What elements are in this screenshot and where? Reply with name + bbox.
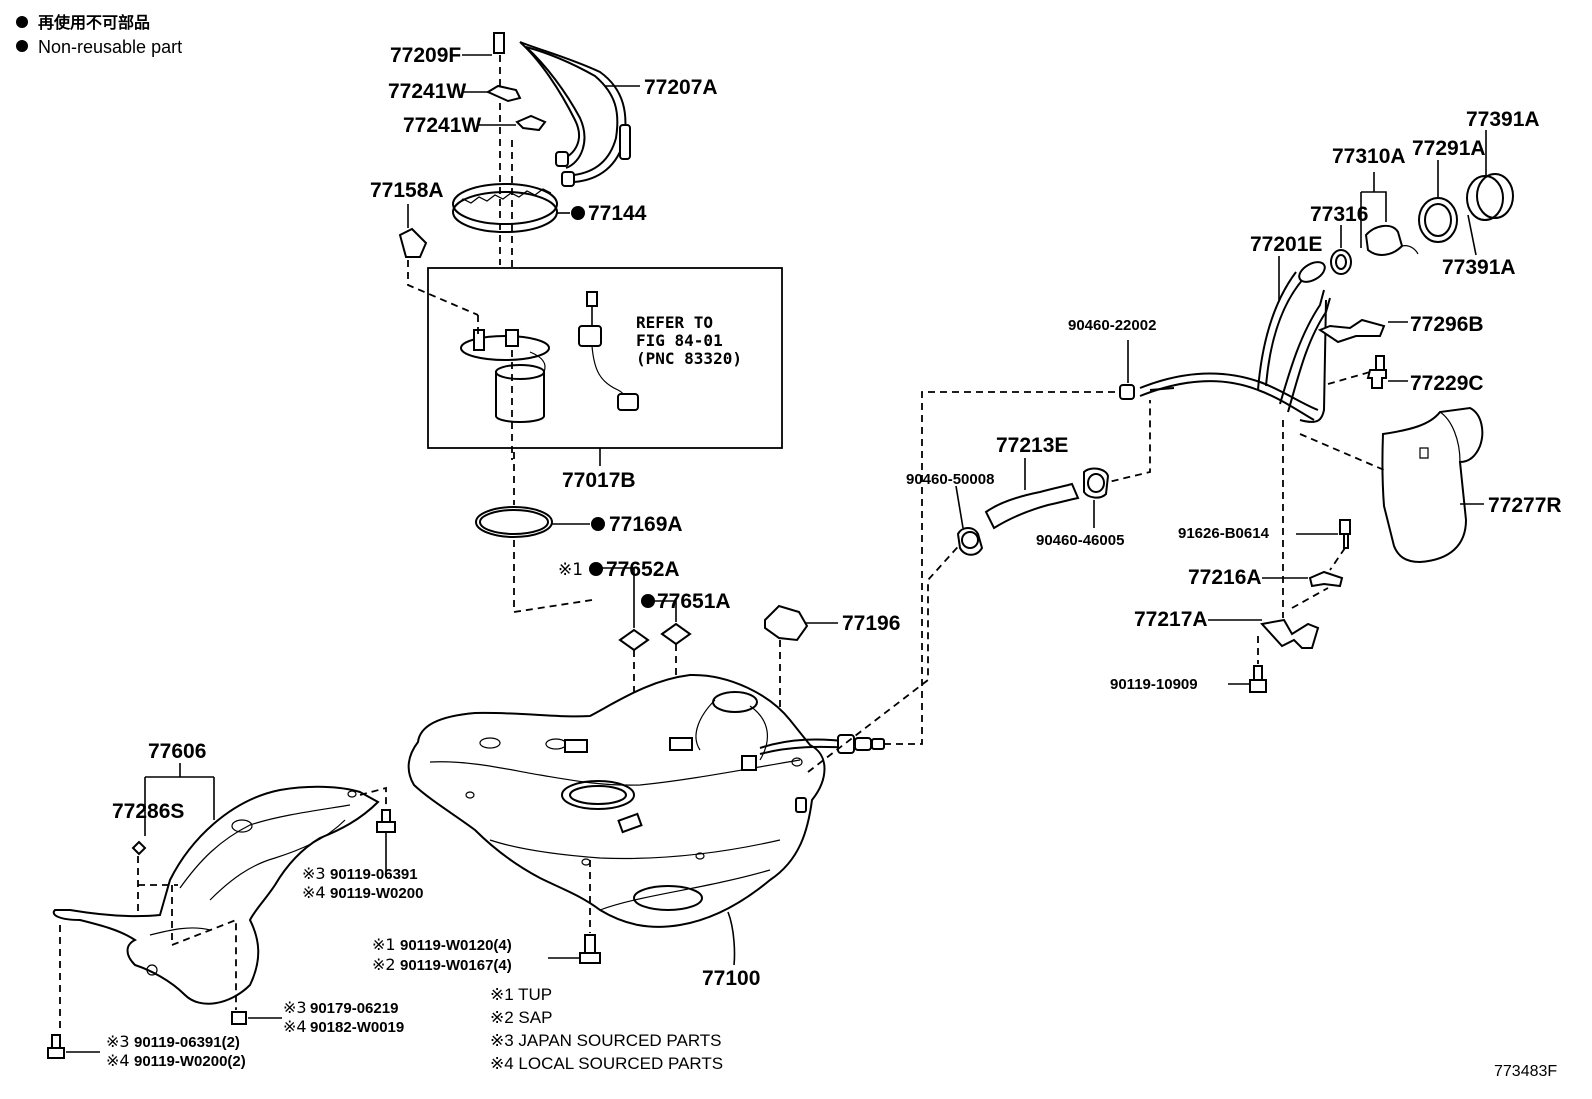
label-77296B: 77296B <box>1410 313 1484 336</box>
bolt-W0120: 90119-W0120(4) <box>400 937 512 954</box>
figure-id: 773483F <box>1494 1063 1557 1080</box>
bolt-W0019-prefix: ※4 <box>283 1017 307 1036</box>
label-77209F: 77209F <box>390 44 461 67</box>
bolt-06391-b: 90119-06391(2) <box>134 1034 240 1051</box>
label-77217A: 77217A <box>1134 608 1208 631</box>
label-77169A: 77169A <box>609 513 683 536</box>
label-77652A: 77652A <box>606 558 680 581</box>
label-90119-10909: 90119-10909 <box>1110 676 1198 693</box>
refer-line1: REFER TO <box>636 313 713 332</box>
label-77241W-a: 77241W <box>388 80 466 103</box>
bolt-W0167-prefix: ※2 <box>372 955 396 974</box>
gasket-77169A <box>475 452 593 614</box>
bolt-06391-b-prefix: ※3 <box>106 1032 130 1051</box>
label-77207A: 77207A <box>644 76 718 99</box>
bolt-W0200-a-prefix: ※4 <box>302 883 326 902</box>
part-labels: 77209F 77241W 77241W 77207A 77158A 77144… <box>106 44 1562 1070</box>
bolt-06391-a-prefix: ※3 <box>302 864 326 883</box>
note-3: ※3 JAPAN SOURCED PARTS <box>490 1031 722 1050</box>
label-77100: 77100 <box>702 967 760 990</box>
bolt-W0200-b: 90119-W0200(2) <box>134 1053 246 1070</box>
bolt-W0120-prefix: ※1 <box>372 935 396 954</box>
label-77144: 77144 <box>588 202 647 225</box>
fuel-tank-77100 <box>407 673 885 966</box>
bolt-W0200-a: 90119-W0200 <box>330 885 423 902</box>
label-77651A: 77651A <box>657 590 731 613</box>
gaskets-small <box>590 567 692 800</box>
refer-line2: FIG 84-01 <box>636 331 723 350</box>
label-90460-50008: 90460-50008 <box>906 471 994 488</box>
label-77229C: 77229C <box>1410 372 1484 395</box>
label-91626-B0614: 91626-B0614 <box>1178 525 1270 542</box>
legend: 再使用不可部品 Non-reusable part <box>16 13 182 57</box>
label-77216A: 77216A <box>1188 566 1262 589</box>
refer-line3: (PNC 83320) <box>636 349 742 368</box>
legend-jp: 再使用不可部品 <box>38 13 150 32</box>
label-77391A-b: 77391A <box>1442 256 1516 279</box>
note-2: ※2 SAP <box>490 1008 552 1027</box>
label-77017B: 77017B <box>562 469 636 492</box>
filler-pipe-group <box>1119 130 1514 693</box>
label-77606: 77606 <box>148 740 206 763</box>
label-77201E: 77201E <box>1250 233 1322 256</box>
label-77310A: 77310A <box>1332 145 1406 168</box>
tank-bolt <box>548 860 601 964</box>
label-77213E: 77213E <box>996 434 1068 457</box>
label-77286S: 77286S <box>112 800 184 823</box>
bolt-W0019: 90182-W0019 <box>310 1019 404 1036</box>
legend-en: Non-reusable part <box>38 37 182 57</box>
label-77652A-prefix: ※1 <box>558 560 583 580</box>
label-90460-46005: 90460-46005 <box>1036 532 1124 549</box>
label-77391A-a: 77391A <box>1466 108 1540 131</box>
insulator-77606 <box>47 763 396 1059</box>
label-77277R: 77277R <box>1488 494 1562 517</box>
label-77158A: 77158A <box>370 179 444 202</box>
label-77291A: 77291A <box>1412 137 1486 160</box>
note-1: ※1 TUP <box>490 985 552 1004</box>
label-77241W-b: 77241W <box>403 114 481 137</box>
pump-group <box>398 32 631 316</box>
clamp-77196 <box>764 604 838 722</box>
bolt-W0167: 90119-W0167(4) <box>400 957 512 974</box>
note-4: ※4 LOCAL SOURCED PARTS <box>490 1054 723 1073</box>
hose-77213E <box>955 458 1110 556</box>
bolt-W0200-b-prefix: ※4 <box>106 1051 130 1070</box>
bolt-06219-prefix: ※3 <box>283 998 307 1017</box>
bolt-06391-a: 90119-06391 <box>330 866 418 883</box>
label-90460-22002: 90460-22002 <box>1068 317 1156 334</box>
fuel-pump-box: REFER TO FIG 84-01 (PNC 83320) <box>427 267 783 449</box>
label-77316: 77316 <box>1310 203 1368 226</box>
label-77196: 77196 <box>842 612 900 635</box>
footnotes: ※1 TUP ※2 SAP ※3 JAPAN SOURCED PARTS ※4 … <box>490 985 723 1073</box>
bolt-06219: 90179-06219 <box>310 1000 398 1017</box>
